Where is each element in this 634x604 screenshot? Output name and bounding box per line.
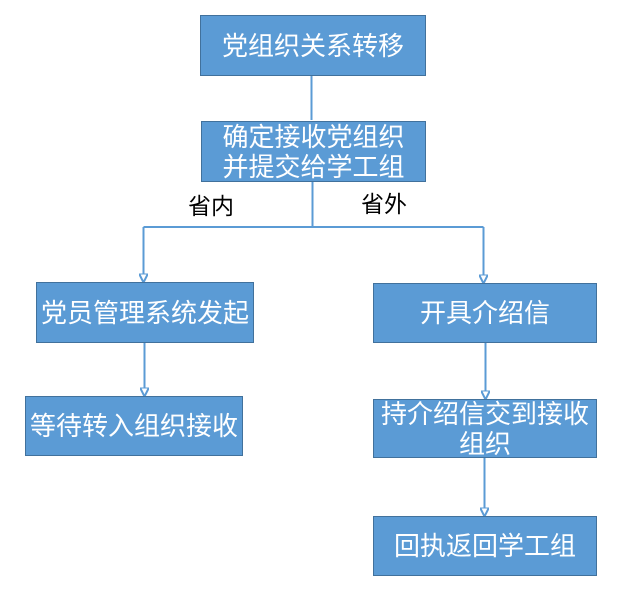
flow-node-letter-label: 开具介绍信: [419, 298, 550, 328]
flow-node-issue-letter: 开具介绍信: [373, 283, 597, 343]
flow-node-deliver-letter: 持介绍信交到接收 组织: [373, 398, 597, 459]
flow-node-system-label: 党员管理系统发起: [40, 297, 249, 328]
flow-node-transfer-label: 党组织关系转移: [221, 30, 404, 61]
flow-node-transfer: 党组织关系转移: [200, 15, 426, 76]
flow-node-system-initiate: 党员管理系统发起: [36, 282, 254, 343]
flow-node-wait-accept: 等待转入组织接收: [25, 396, 243, 456]
branch-label-in-province: 省内: [188, 193, 234, 219]
flow-node-wait-label: 等待转入组织接收: [29, 411, 238, 441]
flow-node-receipt-label: 回执返回学工组: [393, 531, 576, 561]
flow-node-confirm-receiving-org: 确定接收党组织 并提交给学工组: [201, 121, 426, 182]
flow-node-confirm-label: 确定接收党组织 并提交给学工组: [222, 121, 405, 182]
flow-node-receipt-return: 回执返回学工组: [373, 516, 597, 576]
flow-node-deliver-label: 持介绍信交到接收 组织: [380, 398, 589, 459]
branch-label-out-province: 省外: [361, 191, 407, 217]
